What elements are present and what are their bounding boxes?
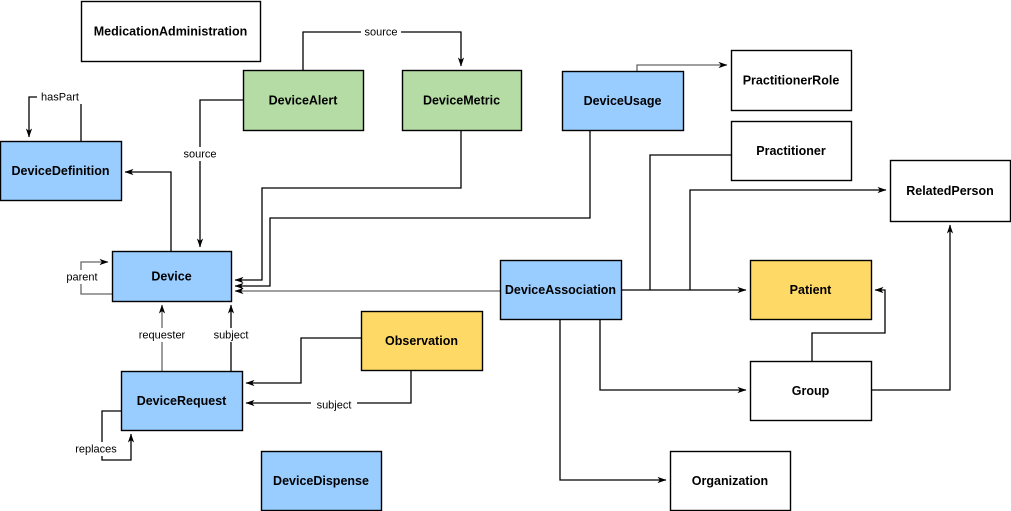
edge-label-backdrop: [62, 270, 102, 284]
node-box-deviceDispense[interactable]: [260, 450, 383, 511]
edge-label-edge-devicedefinition-haspart: hasPart: [37, 90, 83, 104]
edge-observation-devicerequest-1: [245, 337, 361, 387]
node-box-device[interactable]: [111, 250, 233, 303]
node-deviceAssociation[interactable]: DeviceAssociation: [499, 259, 623, 321]
node-box-practitioner[interactable]: [730, 120, 853, 182]
node-patient[interactable]: Patient: [749, 259, 873, 321]
edge-label-backdrop: [133, 328, 191, 342]
edge-label-text: parent: [66, 271, 97, 283]
edge-label-edge-device-parent: parent: [62, 270, 102, 284]
edge-deviceusage-device: [234, 130, 591, 290]
node-device[interactable]: Device: [111, 250, 233, 303]
node-organization[interactable]: Organization: [669, 450, 792, 511]
node-deviceMetric[interactable]: DeviceMetric: [401, 69, 523, 132]
node-box-group[interactable]: [749, 360, 873, 422]
node-deviceDefinition[interactable]: DeviceDefinition: [0, 140, 123, 202]
node-deviceAlert[interactable]: DeviceAlert: [242, 69, 365, 132]
edge-label-edge-devicerequest-replaces: replaces: [70, 442, 122, 456]
node-deviceRequest[interactable]: DeviceRequest: [120, 370, 244, 432]
node-box-deviceDefinition[interactable]: [0, 140, 123, 202]
edge-group-patient: [811, 286, 886, 361]
edge-practitioner-down: [649, 154, 731, 290]
edge-label-text: subject: [317, 399, 352, 411]
edge-label-edge-observation-subject-device: subject: [208, 328, 254, 342]
edge-label-text: source: [364, 26, 397, 38]
edge-label-edge-devicealert-source-devicemetric: source: [361, 25, 401, 39]
edge-label-backdrop: [180, 147, 220, 161]
node-box-deviceAssociation[interactable]: [499, 259, 623, 321]
edge-label-edge-observation-subject-request: subject: [311, 398, 357, 412]
edge-label-backdrop: [361, 25, 401, 39]
node-box-relatedPerson[interactable]: [889, 159, 1011, 223]
edge-label-backdrop: [70, 442, 122, 456]
node-box-medicationAdministration[interactable]: [80, 0, 262, 63]
node-medicationAdministration[interactable]: MedicationAdministration: [80, 0, 262, 63]
edge-devicealert-source-device: [196, 99, 243, 248]
node-box-deviceAlert[interactable]: [242, 69, 365, 132]
edge-label-backdrop: [208, 328, 254, 342]
node-box-organization[interactable]: [669, 450, 792, 511]
edge-labels-layer: hasPart source source parent requester subjec…: [37, 25, 401, 456]
edge-label-text: hasPart: [41, 91, 79, 103]
node-box-deviceMetric[interactable]: [401, 69, 523, 132]
node-box-practitionerRole[interactable]: [730, 49, 853, 112]
edge-label-edge-devicerequest-requester: requester: [133, 328, 191, 342]
node-group[interactable]: Group: [749, 360, 873, 422]
node-practitioner[interactable]: Practitioner: [730, 120, 853, 182]
edge-label-text: subject: [214, 329, 249, 341]
edge-deviceassociation-group: [599, 319, 747, 394]
edge-devicemetric-device: [234, 130, 462, 284]
node-deviceUsage[interactable]: DeviceUsage: [561, 70, 685, 132]
edge-deviceassociation-organization: [559, 319, 667, 484]
node-observation[interactable]: Observation: [360, 310, 484, 372]
edge-label-edge-devicealert-source-device: source: [180, 147, 220, 161]
edge-label-backdrop: [37, 90, 83, 104]
node-relatedPerson[interactable]: RelatedPerson: [889, 159, 1011, 223]
edge-label-text: requester: [139, 329, 186, 341]
edge-device-devicedefinition: [124, 168, 172, 251]
edge-group-relatedperson: [871, 224, 954, 391]
edge-relatedperson-in: [689, 186, 887, 290]
node-deviceDispense[interactable]: DeviceDispense: [260, 450, 383, 511]
node-box-patient[interactable]: [749, 259, 873, 321]
node-box-deviceRequest[interactable]: [120, 370, 244, 432]
node-box-observation[interactable]: [360, 310, 484, 372]
node-box-deviceUsage[interactable]: [561, 70, 685, 132]
edge-devicerequest-replaces: [101, 410, 135, 461]
edge-label-text: replaces: [75, 443, 117, 455]
edge-observation-subject-request: [245, 370, 412, 407]
edge-label-backdrop: [311, 398, 357, 412]
edge-label-text: source: [183, 148, 216, 160]
node-practitionerRole[interactable]: PractitionerRole: [730, 49, 853, 112]
edges-layer: [25, 31, 954, 484]
